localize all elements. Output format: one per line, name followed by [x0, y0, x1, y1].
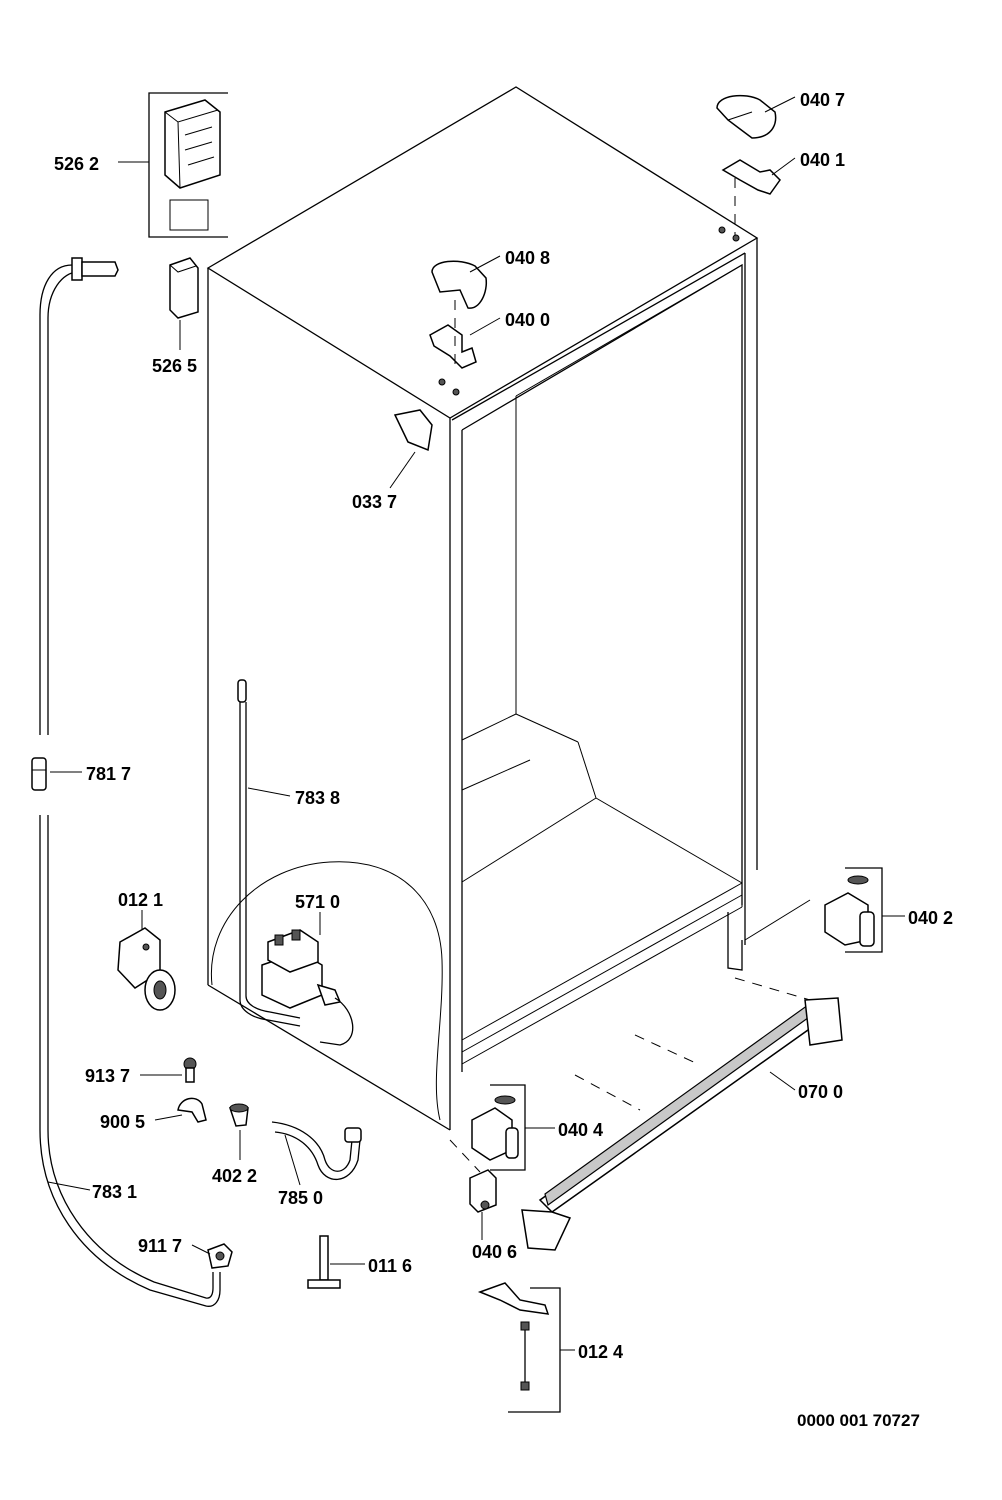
leader-911-7 — [191, 1244, 211, 1255]
part-781-7-connector — [31, 757, 47, 791]
part-900-5-clip — [177, 1097, 207, 1123]
leader-783-8 — [247, 787, 291, 797]
leader-785-0 — [284, 1134, 301, 1186]
label-913-7: 913 7 — [85, 1066, 130, 1086]
part-011-6-leveling-leg — [307, 1235, 341, 1289]
part-tubing-783-1 — [39, 257, 221, 1307]
label-526-5: 526 5 — [152, 356, 197, 376]
label-402-2: 402 2 — [212, 1166, 257, 1186]
leader-040-0 — [469, 317, 501, 336]
label-070-0: 070 0 — [798, 1082, 843, 1102]
part-526-2-relay-cover — [148, 92, 228, 238]
part-526-5-cover — [169, 257, 199, 319]
part-040-7-hinge-cover — [716, 94, 777, 139]
part-040-1-hinge — [718, 159, 781, 242]
part-012-1-roller — [117, 927, 176, 1011]
part-785-0-hose — [271, 1121, 362, 1181]
label-040-6: 040 6 — [472, 1242, 517, 1262]
label-011-6: 011 6 — [368, 1256, 412, 1276]
label-785-0: 785 0 — [278, 1188, 323, 1208]
leader-070-0 — [769, 1071, 796, 1091]
label-040-1: 040 1 — [800, 150, 845, 170]
label-783-8: 783 8 — [295, 788, 340, 808]
leader-900-5 — [154, 1114, 183, 1121]
label-900-5: 900 5 — [100, 1112, 145, 1132]
part-040-6-bracket — [469, 1169, 497, 1213]
drawing-code: 0000 001 70727 — [797, 1411, 920, 1430]
leader-040-1 — [771, 157, 796, 176]
part-070-0-kickplate — [521, 977, 843, 1251]
label-911-7: 911 7 — [138, 1236, 182, 1256]
leader-lines — [47, 96, 905, 1351]
label-033-7: 033 7 — [352, 492, 397, 512]
part-040-4-hinge — [449, 1084, 526, 1173]
part-913-7-screw — [183, 1057, 197, 1083]
part-783-8-tube — [237, 679, 301, 1027]
part-012-4-tool — [477, 1282, 561, 1413]
part-033-7-spacer — [393, 409, 433, 452]
label-783-1: 783 1 — [92, 1182, 137, 1202]
leader-783-1 — [47, 1181, 91, 1191]
part-040-8-hinge-cover — [431, 260, 488, 309]
label-040-8: 040 8 — [505, 248, 550, 268]
label-781-7: 781 7 — [86, 764, 131, 784]
label-526-2: 526 2 — [54, 154, 99, 174]
part-labels: 526 2 526 5 040 7 040 1 040 8 040 0 033 … — [54, 90, 953, 1430]
part-040-2-hinge — [744, 867, 883, 953]
leader-040-8 — [469, 255, 501, 273]
label-571-0: 571 0 — [295, 892, 340, 912]
label-040-7: 040 7 — [800, 90, 845, 110]
label-012-1: 012 1 — [118, 890, 163, 910]
part-571-0-water-valve — [261, 929, 354, 1046]
leader-040-7 — [764, 96, 796, 113]
cabinet-body — [206, 86, 759, 1131]
part-402-2-fitting — [228, 1103, 249, 1127]
part-040-0-hinge — [429, 300, 477, 396]
label-040-2: 040 2 — [908, 908, 953, 928]
part-911-7-nut — [207, 1243, 233, 1269]
label-012-4: 012 4 — [578, 1342, 623, 1362]
label-040-0: 040 0 — [505, 310, 550, 330]
label-040-4: 040 4 — [558, 1120, 603, 1140]
leader-033-7 — [389, 451, 416, 489]
